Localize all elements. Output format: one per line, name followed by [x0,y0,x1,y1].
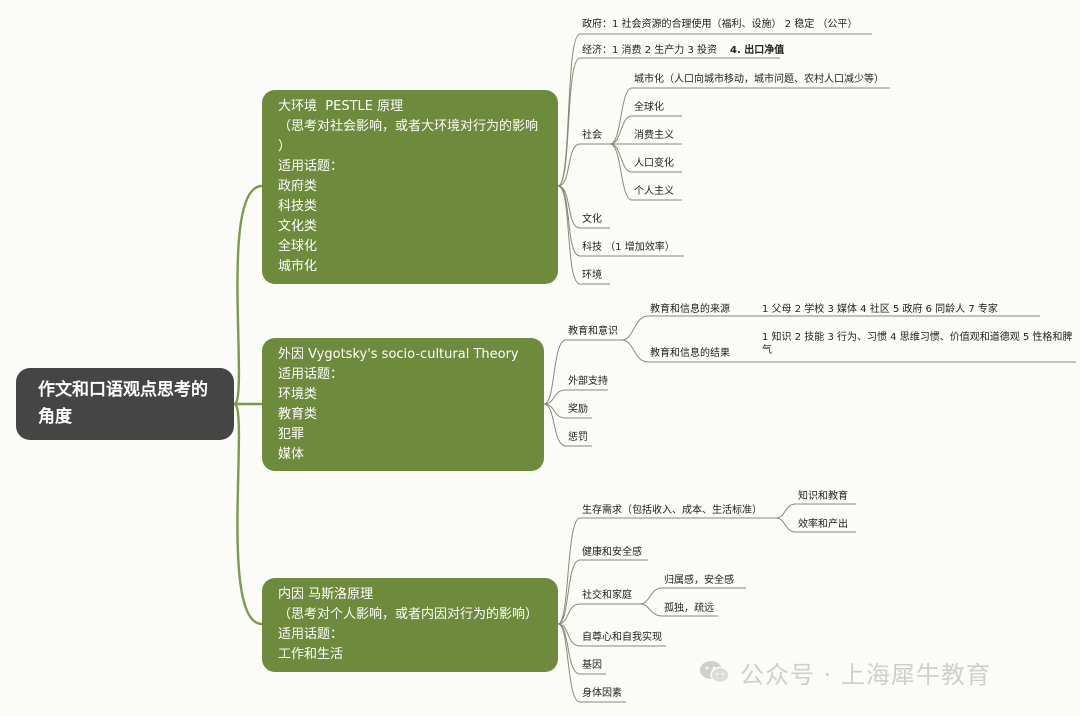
watermark: 公众号 · 上海犀牛教育 [698,654,991,690]
wechat-icon [700,661,730,684]
connector-root-branch3 [232,402,263,626]
line-urban [609,87,890,145]
branch2-line: 教育类 [278,407,318,422]
node-info-result-detail: 1 知识 2 技能 3 行为、习惯 4 思维习惯、价值观和道德观 5 性格和脾气 [762,332,1073,356]
line-survival [557,517,776,625]
node-environment: 环境 [582,270,602,281]
line-knowledge [775,503,856,519]
node-efficiency-output: 效率和产出 [798,519,848,530]
line-lonely [639,603,718,617]
branch-maslow: 内因 马斯洛原理 （思考对个人影响，或者内因对行为的影响） 适用话题： 工作和生… [262,578,558,672]
node-social-family: 社交和家庭 [582,590,632,601]
line-econ [557,57,780,187]
line-genes [557,623,606,675]
node-physical-factors: 身体因素 [582,688,622,699]
node-knowledge-education: 知识和教育 [798,491,848,502]
branch3-line: （思考对个人影响，或者内因对行为的影响） [278,607,539,622]
line-env [557,185,610,285]
branch2-line: 犯罪 [278,427,305,442]
branch2-line: 环境类 [278,387,318,402]
node-info-source: 教育和信息的来源 [650,304,730,315]
root-title-line1: 作文和口语观点思考的 [38,380,208,400]
line-result [621,339,740,363]
line-edu [543,339,622,405]
branch1-line: 城市化 [278,259,318,274]
node-survival-needs: 生存需求（包括收入、成本、生活标准） [582,505,762,516]
branch3-line: 适用话题： [278,627,344,642]
branch1-line: 全球化 [278,239,318,254]
branch1-line: 适用话题： [278,159,344,174]
branch2-line: 外因 Vygotsky's socio-cultural Theory [278,347,519,362]
branch2-line: 适用话题： [278,367,344,382]
node-genes: 基因 [582,660,602,671]
node-external-support: 外部支持 [568,376,608,387]
line-society [557,143,610,187]
node-consumerism: 消费主义 [634,130,674,141]
node-culture: 文化 [582,214,602,225]
node-urbanization: 城市化（人口向城市移动，城市问题、农村人口减少等） [634,74,884,85]
branch1-line: 科技类 [278,199,318,214]
node-economy: 经济：1 消费 2 生产力 3 投资 [582,45,717,56]
line-belonging [639,587,746,605]
line-culture [557,185,610,229]
branch3-line: 工作和生活 [278,647,344,662]
branch1-line: 政府类 [278,179,318,194]
node-economy-net-export: 4. 出口净值 [730,45,785,56]
line-social [557,603,640,625]
node-government: 政府：1 社会资源的合理使用（福利、设施） 2 稳定 （公平） [582,19,858,30]
branch-pestle: 大环境 PESTLE 原理 （思考对社会影响，或者大环境对行为的影响 ） 适用话… [262,90,558,284]
line-punish [543,403,592,447]
root-title-line2: 角度 [38,407,72,427]
node-info-source-detail: 1 父母 2 学校 3 媒体 4 社区 5 政府 6 同龄人 7 专家 [762,304,998,315]
root-node: 作文和口语观点思考的 角度 [16,368,234,440]
line-global [609,115,682,145]
node-info-result: 教育和信息的结果 [650,348,730,359]
node-globalization: 全球化 [634,102,664,113]
line-support [543,389,608,405]
node-belonging: 归属感，安全感 [664,575,734,586]
connector-root-branch1 [232,184,263,406]
node-population-change: 人口变化 [634,158,674,169]
line-body [557,623,626,703]
node-loneliness: 孤独，疏远 [664,603,714,614]
node-self-esteem: 自尊心和自我实现 [582,632,662,643]
node-education-awareness: 教育和意识 [568,326,618,337]
node-health-safety: 健康和安全感 [582,547,642,558]
branch2-line: 媒体 [278,447,305,462]
branch1-line: 大环境 PESTLE 原理 [278,99,404,114]
node-punishment: 惩罚 [568,432,588,443]
node-reward: 奖励 [568,404,588,415]
line-efficiency [775,517,856,533]
line-source [621,315,740,341]
branch1-line: ） [278,139,292,154]
line-reward [543,403,592,419]
line-health [557,559,648,625]
node-society: 社会 [582,130,602,141]
node-technology: 科技 （1 增加效率） [582,242,675,253]
branch-vygotsky: 外因 Vygotsky's socio-cultural Theory 适用话题… [262,338,544,471]
branch1-line: （思考对社会影响，或者大环境对行为的影响 [278,119,539,134]
line-individual [609,143,682,201]
branch1-line: 文化类 [278,219,318,234]
branch3-line: 内因 马斯洛原理 [278,587,374,602]
watermark-text: 公众号 · 上海犀牛教育 [740,660,991,689]
node-individualism: 个人主义 [634,186,674,197]
